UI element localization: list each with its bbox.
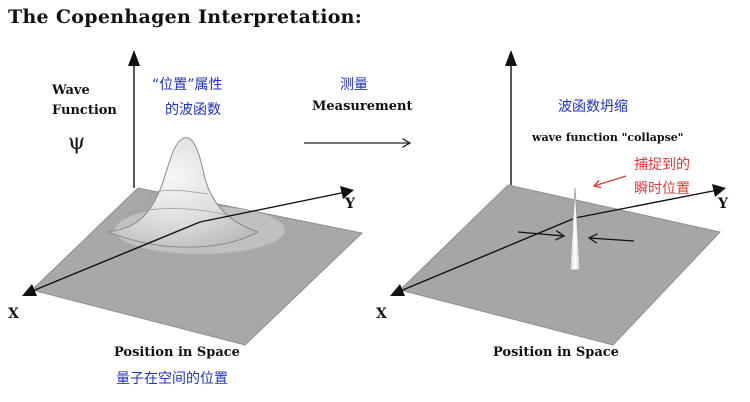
- converge-arrow-left: [517, 230, 566, 241]
- position-property-label: “位置”属性: [152, 77, 223, 93]
- function-label: Function: [52, 103, 117, 118]
- converge-arrow-right: [587, 233, 635, 244]
- measurement-chinese: 测量: [340, 77, 368, 93]
- right-x-axis-label: X: [376, 306, 387, 322]
- right-y-axis-label: Y: [718, 196, 728, 212]
- left-y-axis-arrowhead: [340, 186, 354, 199]
- left-y-axis-label: Y: [345, 196, 355, 212]
- wave-function-chinese-label: 的波函数: [165, 102, 221, 118]
- left-bell-gridline-2: [125, 208, 233, 217]
- psi-symbol: ψ: [68, 130, 86, 155]
- right-x-axis: [397, 217, 576, 293]
- left-x-axis-arrowhead: [22, 284, 37, 296]
- measurement-label: Measurement: [312, 99, 413, 114]
- left-vertical-axis-arrowhead: [128, 50, 140, 66]
- collapse-spike: [569, 187, 581, 271]
- right-caption: Position in Space: [493, 345, 619, 360]
- left-x-axis: [29, 221, 201, 293]
- captured-note-line1: 捕捉到的: [634, 157, 690, 173]
- page-title: The Copenhagen Interpretation:: [8, 6, 363, 28]
- left-y-axis: [199, 191, 347, 223]
- red-pointer-arrow: [592, 175, 627, 189]
- wave-label: Wave: [52, 83, 90, 98]
- right-y-axis: [574, 189, 719, 219]
- left-caption-chinese: 量子在空间的位置: [116, 371, 228, 387]
- left-caption: Position in Space: [114, 345, 240, 360]
- left-bell-surface: [107, 137, 260, 248]
- captured-note-line2: 瞬时位置: [634, 181, 690, 197]
- left-x-axis-label: X: [8, 306, 19, 322]
- collapse-label: wave function "collapse": [532, 131, 684, 144]
- right-x-axis-arrowhead: [390, 284, 405, 296]
- right-plane: [399, 184, 721, 346]
- left-bell-gridline-1: [147, 189, 209, 195]
- right-y-axis-arrowhead: [712, 184, 726, 197]
- right-vertical-axis-arrowhead: [505, 50, 517, 66]
- collapse-chinese-title: 波函数坍缩: [558, 99, 628, 115]
